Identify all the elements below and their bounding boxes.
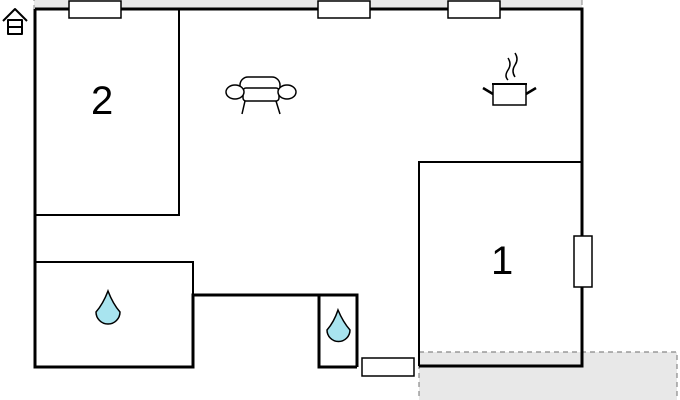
cooking-pot-icon <box>482 52 537 106</box>
terrace-bottom-right <box>418 351 678 400</box>
room-label-2: 2 <box>91 79 113 123</box>
terrace-top-border <box>33 0 583 10</box>
interior-walls <box>35 9 582 366</box>
house-entrance-icon <box>2 8 28 35</box>
door-bottom <box>361 357 415 377</box>
water-drop-icon <box>326 307 351 343</box>
water-drop-icon <box>95 288 121 325</box>
window-top-left <box>68 0 122 19</box>
window-right <box>573 235 593 288</box>
window-top-middle <box>317 0 371 19</box>
terrace-top <box>34 0 582 10</box>
room-label-1: 1 <box>491 239 513 283</box>
sofa-icon <box>225 76 297 115</box>
window-top-right <box>447 0 501 19</box>
